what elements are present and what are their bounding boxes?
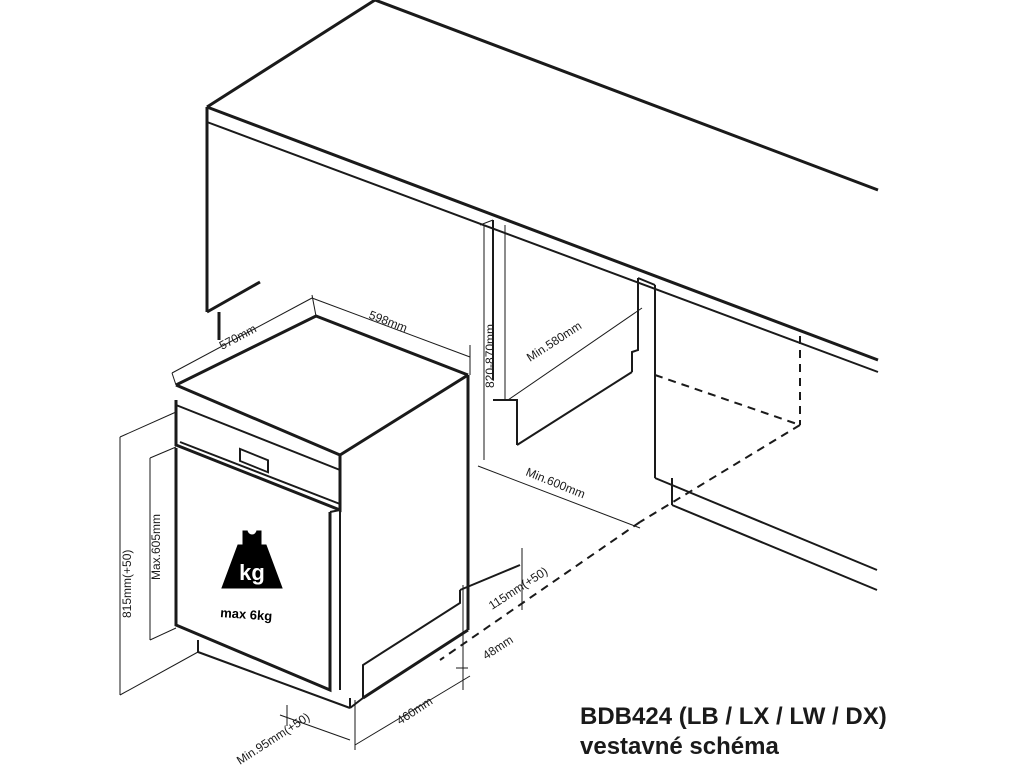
weight-icon-label: kg	[239, 560, 265, 585]
max-load-label: max 6kg	[220, 605, 273, 624]
appliance-height-label: 815mm(+50)	[120, 550, 134, 618]
width-label: 598mm	[367, 308, 409, 335]
countertop	[205, 0, 879, 373]
diagram-subtitle: vestavné schéma	[580, 733, 779, 760]
max-door-height-label: Max.605mm	[149, 514, 163, 580]
caption: BDB424 (LB / LX / LW / DX) vestavné sché…	[580, 702, 1010, 762]
plinth-depth-label: 48mm	[480, 633, 516, 663]
weight-icon: kg	[221, 525, 283, 589]
cabinet-cavity	[492, 220, 878, 591]
dimension-lines	[119, 219, 643, 750]
min-niche-depth-label: Min.580mm	[524, 319, 584, 365]
base-depth-label: 460mm	[394, 694, 435, 728]
dishwasher	[174, 314, 521, 709]
niche-height-label: 820-870mm	[483, 324, 497, 388]
min-plinth-height-label: Min.95mm(+50)	[234, 710, 312, 768]
niche-outline	[439, 336, 801, 661]
model-title: BDB424 (LB / LX / LW / DX)	[580, 703, 887, 730]
